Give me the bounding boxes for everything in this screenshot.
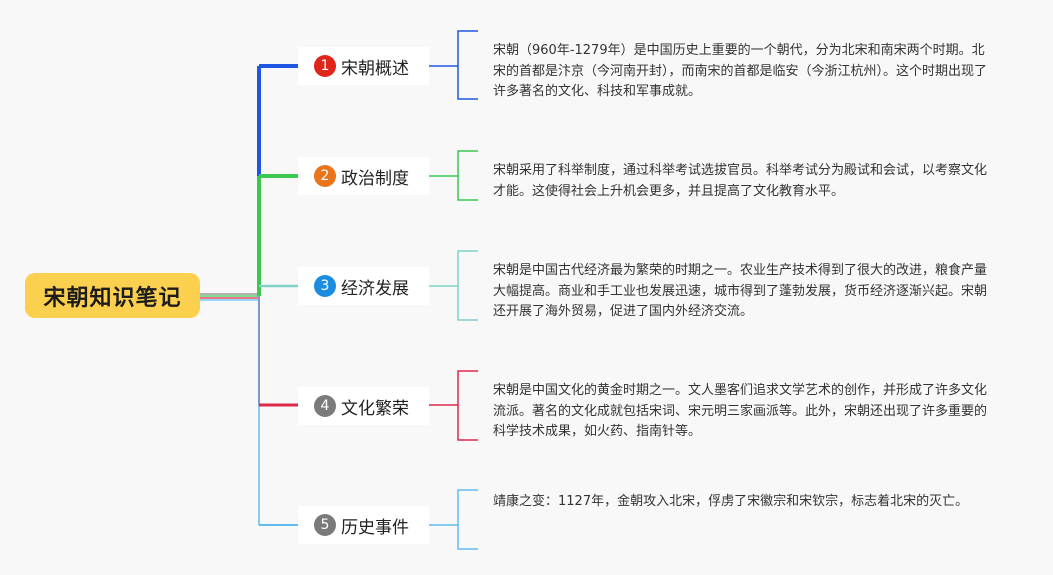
number-badge-icon: 3: [314, 275, 336, 297]
note-bracket-line: [457, 370, 478, 441]
note-text-overview: 宋朝（960年-1279年）是中国历史上重要的一个朝代，分为北宋和南宋两个时期。…: [493, 43, 988, 99]
note-text-events: 靖康之变：1127年，金朝攻入北宋，俘虏了宋徽宗和宋钦宗，标志着北宋的灭亡。: [493, 494, 969, 509]
branch-node-overview[interactable]: 1 宋朝概述: [298, 47, 429, 85]
number-badge-icon: 5: [314, 514, 336, 536]
root-label: 宋朝知识笔记: [43, 285, 182, 311]
branch-label: 经济发展: [341, 278, 409, 299]
note-text-politics: 宋朝采用了科举制度，通过科举考试选拔官员。科举考试分为殿试和会试，以考察文化才能…: [493, 163, 988, 199]
branch-label: 文化繁荣: [341, 398, 409, 419]
note-text-economy: 宋朝是中国古代经济最为繁荣的时期之一。农业生产技术得到了很大的改进，粮食产量大幅…: [493, 263, 988, 319]
note-bracket-line: [457, 489, 478, 550]
number-badge-icon: 4: [314, 395, 336, 417]
number-badge-icon: 2: [314, 165, 336, 187]
branch-node-politics[interactable]: 2 政治制度: [298, 157, 429, 195]
branch-label: 政治制度: [341, 168, 409, 189]
root-node[interactable]: 宋朝知识笔记: [25, 273, 200, 318]
note-bracket-line: [457, 30, 478, 100]
branch-node-culture[interactable]: 4 文化繁荣: [298, 387, 429, 425]
branch-label: 历史事件: [341, 517, 409, 538]
note-bracket-line: [457, 150, 478, 201]
branch-node-events[interactable]: 5 历史事件: [298, 506, 429, 544]
note-bracket-line: [457, 250, 478, 321]
branch-node-economy[interactable]: 3 经济发展: [298, 267, 429, 305]
number-badge-icon: 1: [314, 55, 336, 77]
note-text-culture: 宋朝是中国文化的黄金时期之一。文人墨客们追求文学艺术的创作，并形成了许多文化流派…: [493, 383, 988, 439]
branch-label: 宋朝概述: [341, 58, 409, 79]
